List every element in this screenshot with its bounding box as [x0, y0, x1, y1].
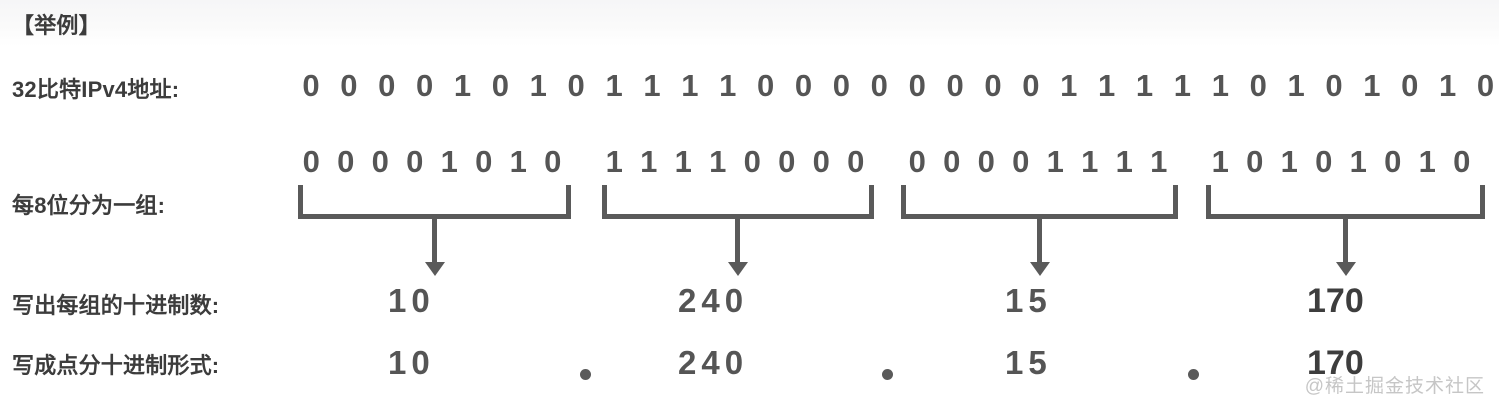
binary-digit: 0 [908, 144, 926, 179]
binary-digit: 1 [709, 144, 727, 179]
binary-digit: 0 [743, 144, 761, 179]
binary-digit: 0 [406, 144, 424, 179]
binary-digit: 1 [1173, 68, 1192, 103]
binary-digit: 1 [509, 144, 527, 179]
binary-digit: 0 [378, 68, 396, 103]
binary-digit: 0 [415, 68, 434, 103]
dotted-value-1: 10 [388, 344, 435, 381]
binary-digit: 0 [491, 68, 510, 103]
binary-digit: 0 [870, 68, 888, 103]
binary-digit: 0 [757, 68, 775, 103]
binary-digit: 0 [778, 144, 796, 179]
binary-digit: 0 [544, 144, 562, 179]
group-arrow-2 [735, 219, 740, 263]
binary-digit: 1 [1060, 68, 1078, 103]
binary-digit: 0 [977, 144, 995, 179]
decimal-value-1: 10 [388, 282, 435, 319]
binary-digit: 1 [453, 68, 472, 103]
binary-digit: 1 [1418, 144, 1436, 179]
binary-digit: 1 [1363, 68, 1381, 103]
binary-digit: 0 [908, 68, 926, 103]
decimal-value-3: 15 [1005, 282, 1052, 319]
binary-digit: 1 [529, 68, 547, 103]
dotted-separator-2 [882, 369, 893, 380]
watermark: @稀土掘金技术社区 [1304, 376, 1485, 397]
example-heading: 【举例】 [12, 13, 101, 38]
binary-digit: 1 [1349, 144, 1367, 179]
decimal-value-4: 170 [1307, 282, 1364, 320]
group-arrow-3 [1037, 219, 1042, 263]
binary-digit: 1 [643, 68, 661, 103]
dotted-value-3: 15 [1005, 344, 1052, 381]
binary-digit: 1 [605, 68, 623, 103]
binary-digit: 1 [1150, 144, 1168, 179]
binary-digit: 0 [1384, 144, 1402, 179]
binary-digit: 1 [1081, 144, 1099, 179]
binary-digit: 0 [1476, 68, 1495, 103]
binary-digit: 0 [302, 68, 320, 103]
binary-digit: 1 [605, 144, 623, 179]
binary-digit: 1 [1211, 144, 1229, 179]
binary-digit: 0 [984, 68, 1002, 103]
binary-digit: 0 [1401, 68, 1419, 103]
binary-digit: 1 [1211, 68, 1229, 103]
binary-digit: 0 [567, 68, 585, 103]
binary-digit: 0 [1012, 144, 1030, 179]
binary-digit: 0 [302, 144, 320, 179]
binary-digit: 0 [946, 68, 964, 103]
binary-digit: 1 [1115, 144, 1133, 179]
binary-digit: 1 [440, 144, 458, 179]
label-group-by-8: 每8位分为一组: [12, 193, 166, 218]
group-bracket-4 [1206, 185, 1485, 219]
binary-digit: 0 [475, 144, 493, 179]
binary-digit: 0 [1022, 68, 1040, 103]
binary-digit: 1 [1439, 68, 1457, 103]
binary-digit: 1 [674, 144, 692, 179]
binary-digit: 0 [794, 68, 813, 103]
binary-digit: 0 [1325, 68, 1343, 103]
binary-digit: 0 [812, 144, 830, 179]
binary-digit: 1 [1046, 144, 1064, 179]
binary-digit: 1 [1287, 68, 1305, 103]
binary-digit: 1 [719, 68, 737, 103]
dotted-separator-1 [580, 369, 591, 380]
binary-digit: 0 [1315, 144, 1333, 179]
binary-digit: 1 [640, 144, 658, 179]
decimal-value-2: 240 [678, 282, 749, 319]
dotted-value-2: 240 [678, 344, 749, 381]
binary-digit: 0 [340, 68, 358, 103]
binary-digit: 0 [1249, 68, 1267, 103]
binary-digit: 0 [337, 144, 355, 179]
dotted-separator-3 [1188, 369, 1199, 380]
dotted-value-4: 170 [1307, 344, 1364, 382]
label-dotted-decimal: 写成点分十进制形式: [12, 353, 220, 378]
binary-digit: 1 [1280, 144, 1298, 179]
binary-digit: 0 [371, 144, 389, 179]
binary-digit: 1 [1098, 68, 1116, 103]
group-arrow-4 [1343, 219, 1348, 263]
label-ipv4-address: 32比特IPv4地址: [12, 77, 180, 102]
group-bracket-3 [901, 185, 1178, 219]
binary-digit: 1 [681, 68, 699, 103]
binary-digit: 1 [1135, 68, 1154, 103]
group-bracket-1 [298, 185, 571, 219]
group-arrow-1 [432, 219, 437, 263]
binary-digit: 0 [1453, 144, 1471, 179]
group-bracket-2 [602, 185, 874, 219]
binary-digit: 0 [847, 144, 865, 179]
binary-digit: 0 [832, 68, 851, 103]
binary-digit: 0 [943, 144, 961, 179]
binary-digit: 0 [1246, 144, 1264, 179]
label-decimal-per-group: 写出每组的十进制数: [12, 293, 220, 318]
